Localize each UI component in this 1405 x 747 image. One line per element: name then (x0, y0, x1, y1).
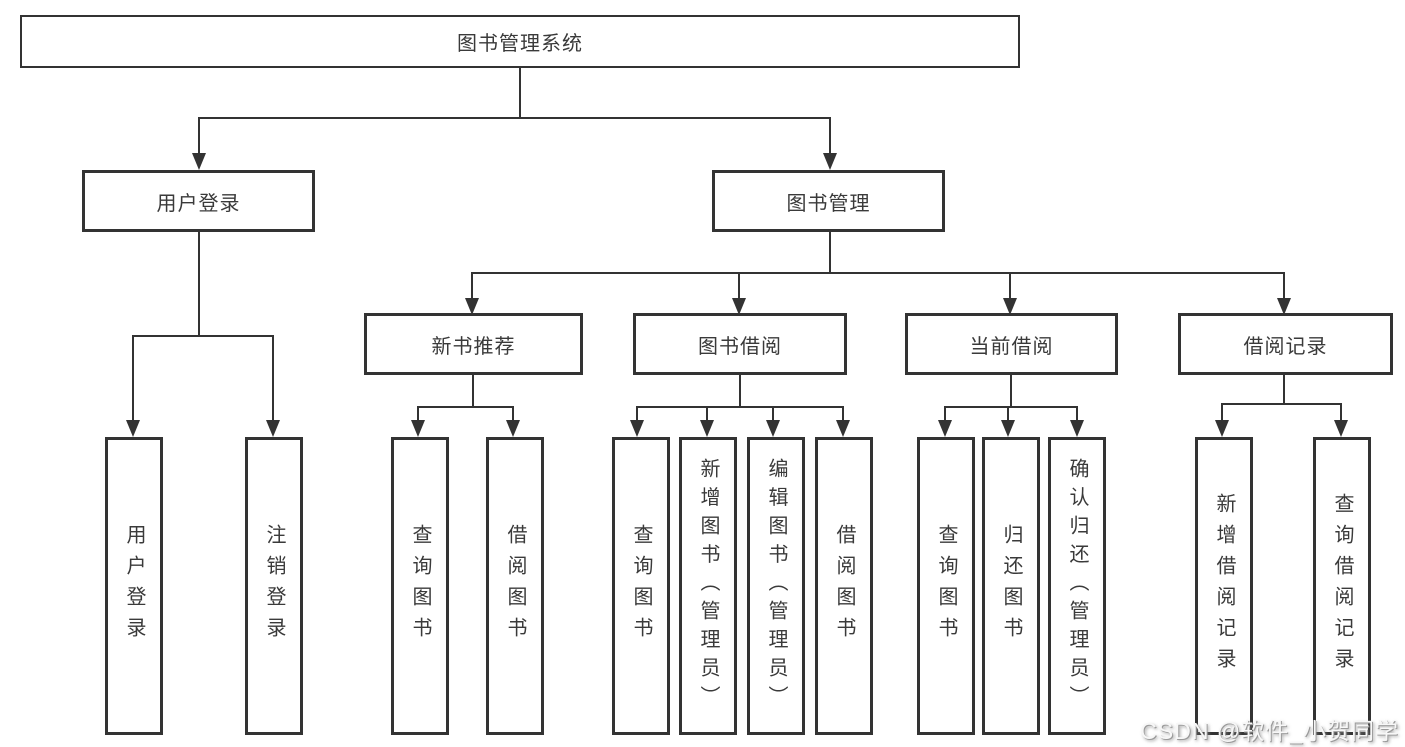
arrow-down-icon (836, 406, 850, 437)
section-box-borrow-records: 借阅记录 (1178, 313, 1393, 375)
leaf-box-confirm-return-admin: 确认归还（管理员） (1048, 437, 1106, 735)
section-box-new-book-recommend: 新书推荐 (364, 313, 583, 375)
section-label: 图书借阅 (698, 335, 782, 358)
connector-line (945, 406, 1078, 408)
leaf-label: 编辑图书（管理员） (765, 458, 787, 714)
leaf-box-user-login: 用户登录 (105, 437, 163, 735)
arrow-down-icon (630, 406, 644, 437)
connector-line (198, 232, 200, 335)
arrow-down-icon (1001, 406, 1015, 437)
connector-line (637, 406, 844, 408)
leaf-box-query-books: 查询图书 (917, 437, 975, 735)
leaf-label: 借阅图书 (833, 524, 855, 648)
arrow-down-icon (938, 406, 952, 437)
arrow-down-icon (766, 406, 780, 437)
root-label: 图书管理系统 (457, 33, 583, 55)
leaf-label: 查询图书 (935, 524, 957, 648)
leaf-label: 用户登录 (123, 524, 145, 648)
arrow-down-icon (1334, 403, 1348, 437)
leaf-label: 查询图书 (630, 524, 652, 648)
connector-line (829, 232, 831, 272)
leaf-box-add-borrow-record: 新增借阅记录 (1195, 437, 1253, 735)
branch-box-user-login: 用户登录 (82, 170, 315, 232)
arrow-down-icon (266, 335, 280, 437)
arrow-down-icon (411, 406, 425, 437)
section-label: 借阅记录 (1243, 335, 1328, 358)
arrow-down-icon (1003, 272, 1017, 315)
leaf-box-query-books: 查询图书 (612, 437, 670, 735)
arrow-down-icon (506, 406, 520, 437)
arrow-down-icon (732, 272, 746, 315)
leaf-label: 新增借阅记录 (1213, 493, 1235, 679)
leaf-box-return-books: 归还图书 (982, 437, 1040, 735)
connector-line (133, 335, 274, 337)
csdn-watermark: CSDN @软件_小贺同学 (1140, 718, 1399, 744)
arrow-down-icon (1070, 406, 1084, 437)
leaf-box-add-books-admin: 新增图书（管理员） (679, 437, 737, 735)
leaf-box-query-books: 查询图书 (391, 437, 449, 735)
leaf-label: 借阅图书 (504, 524, 526, 648)
leaf-label: 归还图书 (1000, 524, 1022, 648)
leaf-box-logout: 注销登录 (245, 437, 303, 735)
leaf-box-edit-books-admin: 编辑图书（管理员） (747, 437, 805, 735)
leaf-box-query-borrow-record: 查询借阅记录 (1313, 437, 1371, 735)
connector-line (739, 375, 741, 406)
leaf-box-borrow-books: 借阅图书 (486, 437, 544, 735)
branch-box-book-management: 图书管理 (712, 170, 945, 232)
arrow-down-icon (465, 272, 479, 315)
arrow-down-icon (126, 335, 140, 437)
section-label: 新书推荐 (431, 335, 516, 358)
connector-line (472, 375, 474, 406)
branch-label: 用户登录 (156, 192, 241, 215)
connector-line (1283, 375, 1285, 403)
arrow-down-icon (192, 117, 206, 170)
connector-line (519, 68, 521, 117)
leaf-label: 注销登录 (263, 524, 285, 648)
connector-line (472, 272, 1285, 274)
connector-line (199, 117, 831, 119)
branch-label: 图书管理 (786, 192, 871, 215)
section-label: 当前借阅 (969, 335, 1054, 358)
arrow-down-icon (1277, 272, 1291, 315)
section-box-current-borrow: 当前借阅 (905, 313, 1118, 375)
arrow-down-icon (700, 406, 714, 437)
arrow-down-icon (823, 117, 837, 170)
leaf-label: 查询借阅记录 (1331, 493, 1353, 679)
section-box-book-borrow: 图书借阅 (633, 313, 847, 375)
leaf-label: 确认归还（管理员） (1066, 458, 1088, 714)
connector-line (418, 406, 514, 408)
leaf-label: 新增图书（管理员） (697, 458, 719, 714)
leaf-label: 查询图书 (409, 524, 431, 648)
leaf-box-borrow-books: 借阅图书 (815, 437, 873, 735)
arrow-down-icon (1215, 403, 1229, 437)
connector-line (1222, 403, 1342, 405)
connector-line (1010, 375, 1012, 406)
root-box-library-management-system: 图书管理系统 (20, 15, 1020, 68)
